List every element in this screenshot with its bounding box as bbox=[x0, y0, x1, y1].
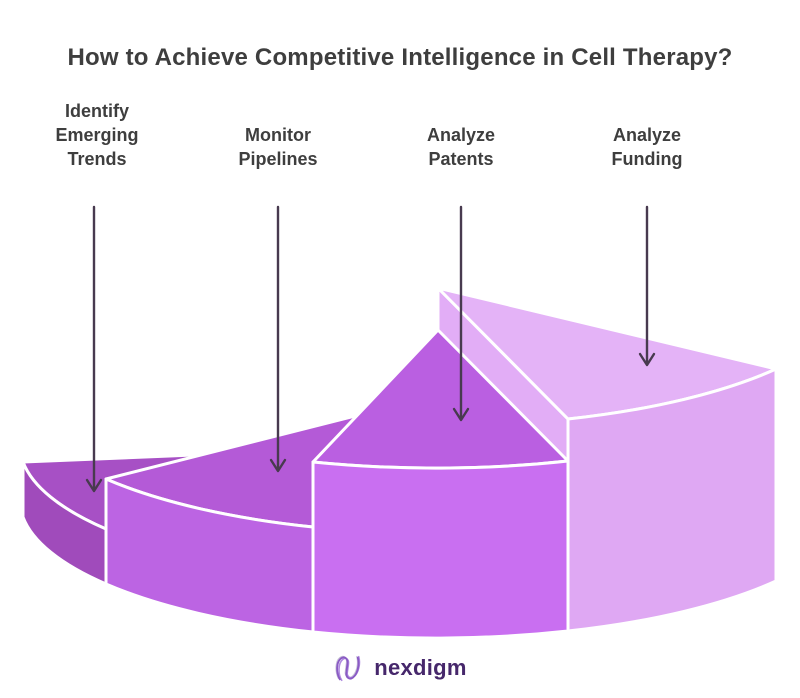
page-title: How to Achieve Competitive Intelligence … bbox=[67, 44, 733, 71]
pie-slice-analyze-funding-side bbox=[566, 367, 778, 633]
step-label-analyze-funding: Analyze Funding bbox=[611, 125, 683, 169]
arrow-monitor-pipelines bbox=[269, 205, 287, 473]
brand-logo: nexdigm bbox=[333, 651, 467, 685]
arrow-analyze-funding bbox=[638, 205, 656, 367]
arrowhead-icon bbox=[85, 478, 103, 493]
logo-wave-strand bbox=[335, 655, 359, 680]
logo-wave-strand bbox=[336, 656, 360, 681]
arrow-identify-emerging-trends bbox=[85, 205, 103, 493]
arrow-analyze-patents bbox=[452, 205, 470, 422]
arrowhead-icon bbox=[269, 458, 287, 473]
pie-slice-analyze-patents-front bbox=[311, 459, 570, 640]
brand-name: nexdigm bbox=[374, 655, 467, 680]
step-label-analyze-patents: Analyze Patents bbox=[426, 125, 496, 169]
nexdigm-wave-icon bbox=[335, 655, 361, 682]
arrows bbox=[85, 205, 656, 493]
pie bbox=[21, 286, 778, 640]
step-label-identify-emerging-trends: Identify Emerging Trends bbox=[55, 101, 139, 169]
arrowhead-icon bbox=[452, 407, 470, 422]
step-label-monitor-pipelines: Monitor Pipelines bbox=[238, 125, 318, 169]
arrowhead-icon bbox=[638, 352, 656, 367]
